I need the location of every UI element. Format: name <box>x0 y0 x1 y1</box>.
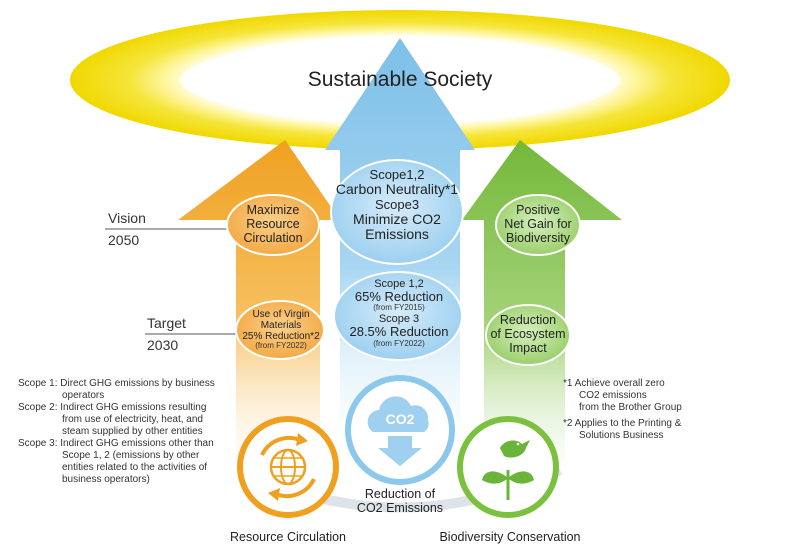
co2-target-scope12: Scope 1,2 <box>374 278 424 290</box>
footnotes: *1 Achieve overall zero CO2 emissions fr… <box>563 378 682 442</box>
co2-vision-text: Scope1,2 Carbon Neutrality*1 Scope3 Mini… <box>330 167 464 243</box>
resource-vision-line1: Maximize <box>246 203 300 217</box>
resource-target-line1: Use of Virgin <box>252 309 310 320</box>
co2-name-line2: CO2 Emissions <box>356 500 444 515</box>
vision-year: 2050 <box>108 232 140 248</box>
footnote-line: *1 Achieve overall zero <box>563 378 665 389</box>
bio-target-line1: Reduction <box>499 313 557 327</box>
co2-name-label: Reduction of CO2 Emissions <box>340 487 460 516</box>
title: Sustainable Society <box>307 68 493 91</box>
vision-label: Vision <box>108 210 146 226</box>
scope-notes: Scope 1: Direct GHG emissions by busines… <box>18 378 215 486</box>
co2-vision-scope3: Scope3 <box>374 196 420 212</box>
footnote-line: CO2 emissions <box>579 390 647 401</box>
resource-vision-oval <box>226 194 320 256</box>
co2-target-scope12-goal: 65% Reduction <box>354 289 444 305</box>
resource-target-text: Use of Virgin Materials 25% Reduction*2 … <box>236 309 326 351</box>
bio-target-line3: Impact <box>509 340 547 355</box>
co2-vision-scope12: Scope1,2 <box>369 167 425 182</box>
scope-note-line: Scope 3: Indirect GHG emissions other th… <box>18 438 214 449</box>
co2-target-scope3-note: (from FY2022) <box>373 338 425 348</box>
resource-vision-text: Maximize Resource Circulation <box>228 203 318 245</box>
resource-circulation-label: Resource Circulation <box>229 530 347 544</box>
scope-note-line: steam supplied by other entities <box>62 426 203 437</box>
biodiversity-circle <box>457 416 559 518</box>
scope-note-line: entities related to the activities of <box>62 462 208 473</box>
target-label: Target <box>147 315 186 331</box>
co2-vision-scope3-goal1: Minimize CO2 <box>353 210 441 227</box>
bio-vision-text: Positive Net Gain for Biodiversity <box>494 203 582 245</box>
resource-vision-line3: Circulation <box>243 230 303 245</box>
footnote-line: from the Brother Group <box>579 402 682 413</box>
co2-target-oval <box>333 271 463 361</box>
bio-vision-line2: Net Gain for <box>504 216 572 231</box>
co2-target-scope3-goal: 28.5% Reduction <box>349 324 449 340</box>
bio-target-oval <box>485 304 571 366</box>
co2-vision-oval <box>330 159 464 265</box>
plant-bird-icon <box>482 440 534 500</box>
bio-vision-oval <box>495 194 581 256</box>
resource-target-line3: 25% Reduction*2 <box>242 331 320 342</box>
co2-target-scope12-note: (from FY2015) <box>373 303 425 313</box>
target-year: 2030 <box>147 337 179 353</box>
co2-name-line1: Reduction of <box>364 487 436 501</box>
co2-target-text: Scope 1,2 65% Reduction (from FY2015) Sc… <box>334 278 464 348</box>
footnote-line: *2 Applies to the Printing & <box>563 418 682 429</box>
co2-vision-scope3-goal2: Emissions <box>365 226 429 243</box>
scope-note-line: Scope 1: Direct GHG emissions by busines… <box>18 378 215 389</box>
resource-target-note: (from FY2022) <box>255 341 307 350</box>
co2-vision-scope12-goal: Carbon Neutrality*1 <box>335 181 459 198</box>
footnote-line: Solutions Business <box>579 430 664 441</box>
resource-vision-line2: Resource <box>246 216 300 231</box>
co2-cloud-icon <box>367 396 429 466</box>
bio-vision-line1: Positive <box>516 203 560 217</box>
scope-note-line: Scope 1, 2 (emissions by other <box>62 450 200 461</box>
biodiversity-label: Biodiversity Conservation <box>439 530 581 544</box>
scope-note-line: business operators) <box>62 474 150 485</box>
bio-target-line2: of Ecosystem <box>490 326 566 341</box>
bio-vision-line3: Biodiversity <box>506 230 570 245</box>
scope-note-line: operators <box>62 390 105 401</box>
co2-target-scope3: Scope 3 <box>378 313 420 326</box>
scope-note-line: Scope 2: Indirect GHG emissions resultin… <box>18 402 207 413</box>
globe-recycle-icon <box>260 433 316 501</box>
bio-target-text: Reduction of Ecosystem Impact <box>484 313 572 355</box>
resource-target-line2: Materials <box>260 320 302 331</box>
co2-icon-text: CO2 <box>385 411 415 427</box>
scope-note-line: from use of electricity, heat, and <box>62 414 203 425</box>
resource-target-oval <box>235 300 325 360</box>
